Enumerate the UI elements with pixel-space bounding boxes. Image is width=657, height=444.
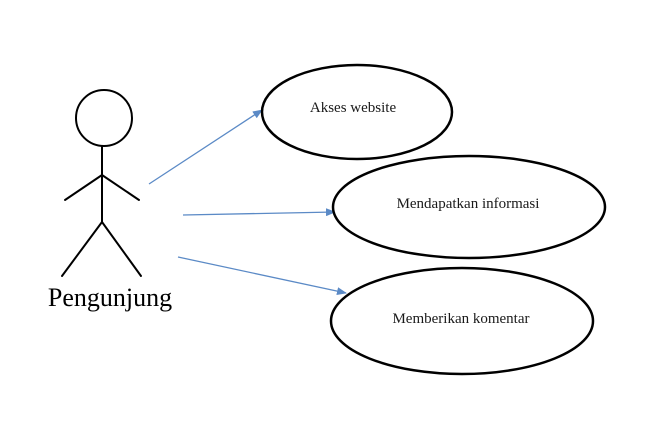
actor-right-arm	[101, 174, 140, 201]
use-case-ellipse	[260, 63, 454, 161]
actor-right-leg	[101, 221, 142, 277]
association-arrows	[148, 109, 347, 296]
use-case-memberikan-komentar: Memberikan komentar	[329, 266, 595, 376]
use-case-label: Memberikan komentar	[392, 311, 529, 327]
arrow-to-memberikan-komentar	[177, 256, 347, 296]
actor-left-leg	[61, 221, 103, 277]
use-case-mendapatkan-informasi: Mendapatkan informasi	[331, 154, 607, 260]
use-case-label: Akses website	[310, 100, 397, 116]
use-case-akses-website: Akses website	[260, 63, 454, 161]
use-case-ellipse	[331, 154, 607, 260]
use-case-label: Mendapatkan informasi	[397, 196, 540, 212]
actor-left-arm	[64, 174, 103, 201]
arrow-to-mendapatkan-informasi	[182, 208, 336, 217]
use-case-ellipse	[329, 266, 595, 376]
arrow-to-akses-website	[148, 109, 263, 185]
actor-name: Pengunjung	[48, 283, 172, 312]
actor-stick-figure-icon	[61, 89, 142, 277]
actor-head	[75, 89, 133, 147]
